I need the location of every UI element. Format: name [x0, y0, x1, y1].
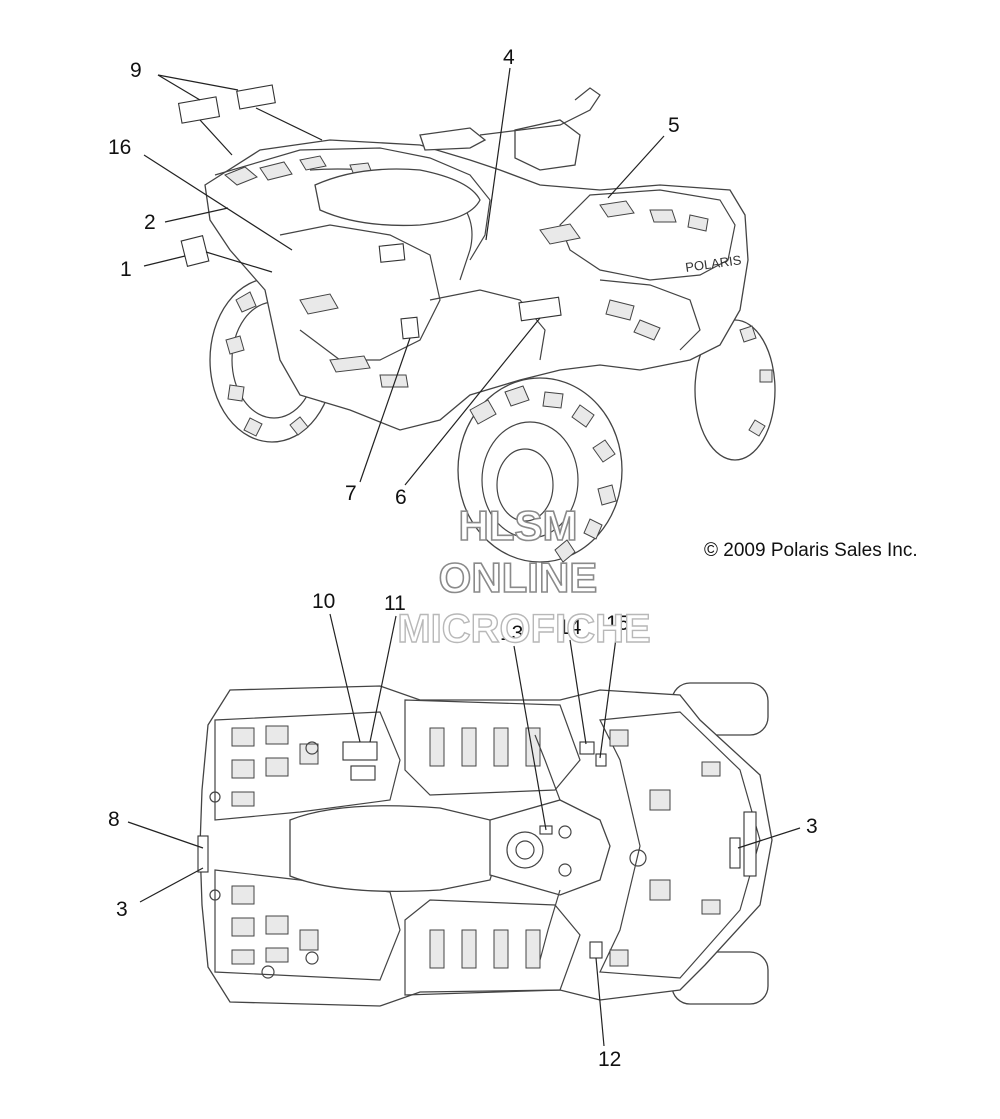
watermark-line-3: MICROFICHE: [397, 607, 650, 651]
decal-9b: [236, 84, 276, 110]
decal-8-strip: [197, 835, 209, 873]
callout-2: 2: [144, 211, 156, 234]
decal-15: [595, 753, 607, 767]
callout-10: 10: [312, 590, 335, 613]
callout-12: 12: [598, 1048, 621, 1071]
callout-8: 8: [108, 808, 120, 831]
decal-14: [579, 741, 595, 755]
callout-7: 7: [345, 482, 357, 505]
watermark-line-2: ONLINE: [439, 554, 598, 601]
decal-16-label: [378, 243, 406, 263]
decal-11: [350, 765, 376, 781]
far-right-wheel: [694, 319, 776, 461]
atv-body: POLARIS: [204, 87, 749, 431]
watermark: HLSM ONLINE MICROFICHE: [397, 501, 652, 652]
callout-5: 5: [668, 114, 680, 137]
decal-12: [589, 941, 603, 959]
atv-top-view: [197, 682, 773, 1007]
decal-9a: [177, 96, 221, 124]
front-left-wheel: [457, 377, 623, 563]
callout-16: 16: [108, 136, 131, 159]
watermark-line-1: HLSM: [459, 502, 578, 549]
atv-side-view: POLARIS: [177, 84, 776, 563]
decal-6-label: [518, 296, 562, 322]
copyright-text: © 2009 Polaris Sales Inc.: [704, 540, 918, 561]
callout-6: 6: [395, 486, 407, 509]
callout-15: 15: [606, 612, 629, 635]
decal-7-label: [400, 316, 420, 340]
callout-11: 11: [384, 592, 406, 615]
decal-3-right: [729, 837, 741, 869]
callout-13: 13: [500, 622, 523, 645]
callout-1: 1: [120, 258, 132, 281]
callout-14: 14: [558, 616, 582, 639]
callout-3-left: 3: [116, 898, 128, 921]
decal-1: [180, 235, 210, 267]
leader-lines-side: [143, 67, 665, 486]
leader-lines-top: [127, 613, 801, 1047]
callout-4: 4: [503, 46, 515, 69]
decal-10: [342, 741, 378, 761]
callout-labels: 9 4 5 16 2 1 7 6 10 11 13 14 15 8 3 3 12: [108, 46, 818, 1071]
callout-9: 9: [130, 59, 142, 82]
callout-3-right: 3: [806, 815, 818, 838]
